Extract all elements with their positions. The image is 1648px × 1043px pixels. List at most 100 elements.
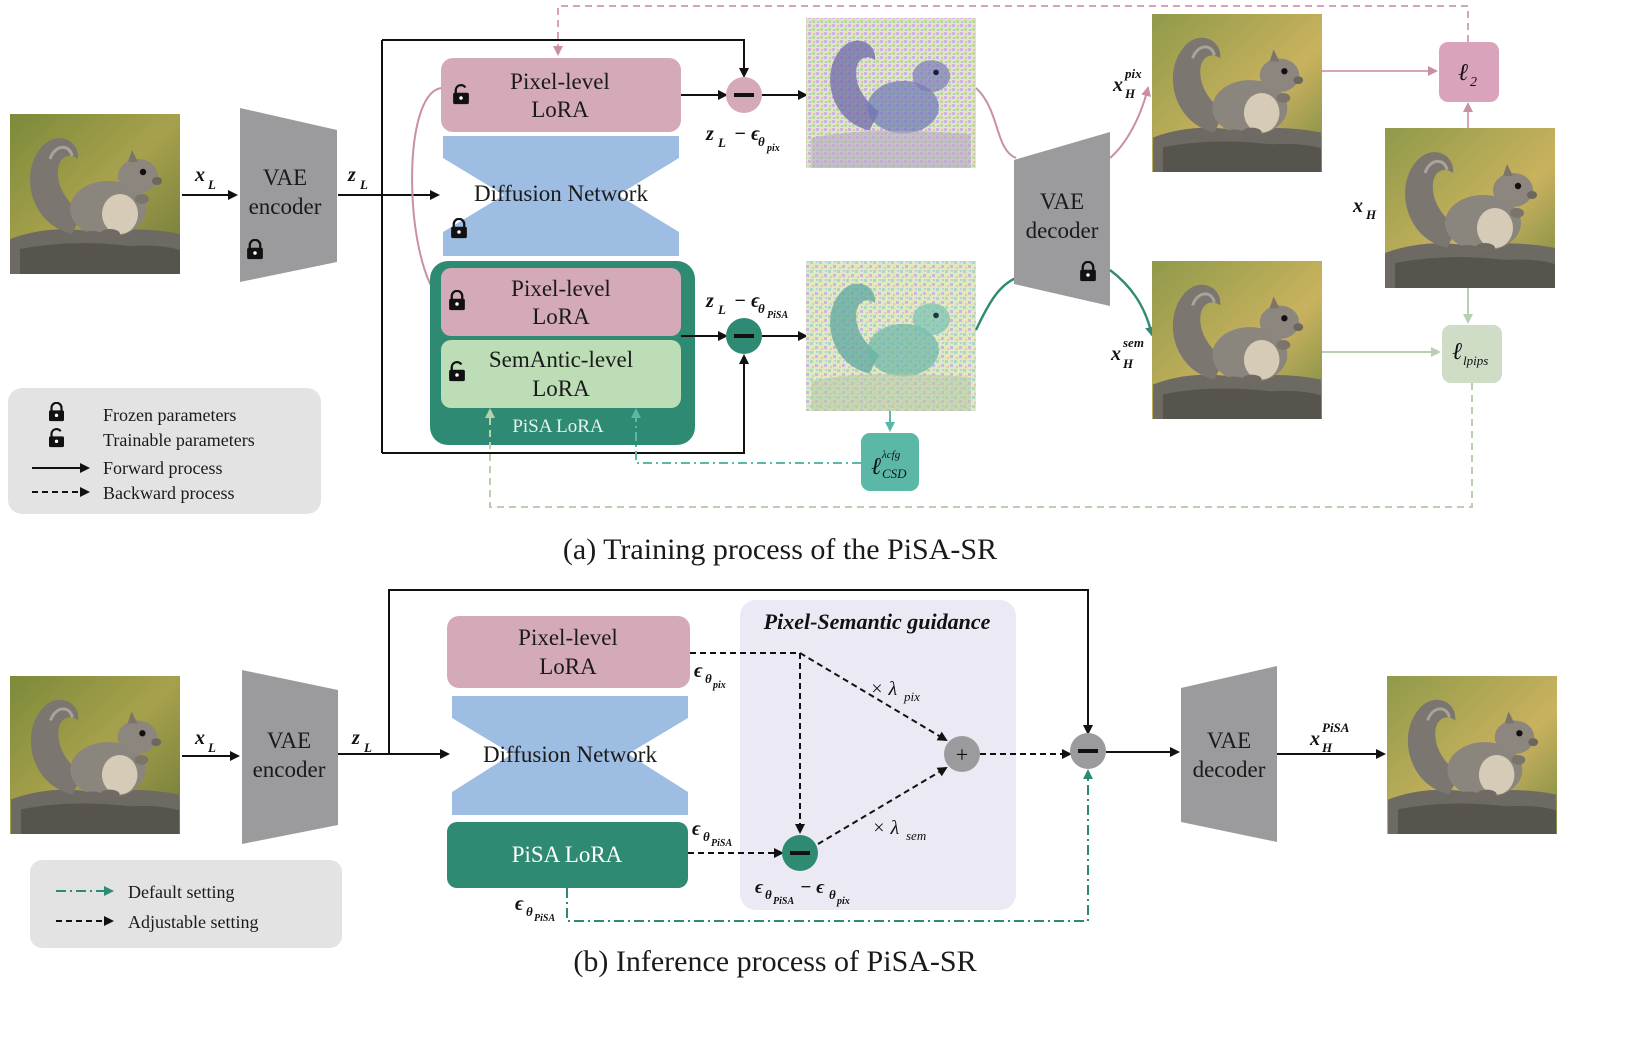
- svg-text:ϵ: ϵ: [694, 660, 703, 682]
- x-l-label-b: x L: [194, 727, 216, 755]
- svg-text:L: L: [207, 740, 216, 755]
- pisa-lora-group-a: Pixel-level LoRA SemAntic-level LoRA PiS…: [430, 261, 695, 445]
- vae-decoder-b: VAE decoder: [1181, 666, 1277, 842]
- svg-text:lpips: lpips: [1463, 353, 1488, 368]
- eq-pisa-label: z L − ϵ θ PiSA: [705, 290, 788, 321]
- subtract-node-final: [1070, 733, 1106, 769]
- svg-text:L: L: [717, 302, 726, 317]
- noisy-latent-pix: [806, 18, 976, 168]
- svg-text:pix: pix: [712, 680, 726, 691]
- arrow-zl-to-final-sub: [388, 589, 1093, 754]
- svg-text:z: z: [705, 123, 714, 145]
- curve-pisa-to-decoder: [974, 276, 1017, 331]
- vae-decoder-a: VAE decoder: [1014, 132, 1110, 306]
- svg-text:VAE: VAE: [267, 728, 311, 753]
- svg-text:L: L: [207, 177, 216, 192]
- svg-text:decoder: decoder: [1026, 218, 1099, 243]
- l2-loss-box: ℓ 2: [1439, 42, 1499, 102]
- svg-text:Forward process: Forward process: [103, 458, 222, 478]
- svg-text:ϵ: ϵ: [515, 893, 524, 915]
- svg-text:× λ: × λ: [870, 678, 897, 700]
- svg-text:H: H: [1365, 207, 1377, 222]
- curve-pix-to-decoder: [975, 87, 1017, 159]
- svg-text:x: x: [194, 164, 205, 186]
- x-h-label: x H: [1352, 195, 1377, 222]
- svg-text:pix: pix: [836, 896, 850, 907]
- svg-text:LoRA: LoRA: [532, 376, 590, 401]
- svg-text:sem: sem: [1122, 335, 1144, 350]
- diffusion-network-a: Diffusion Network: [443, 136, 679, 256]
- svg-text:ℓ: ℓ: [1458, 60, 1468, 86]
- svg-text:2: 2: [1470, 75, 1477, 90]
- svg-text:L: L: [359, 177, 368, 192]
- csd-loss-box: ℓ λcfg CSD: [861, 433, 919, 491]
- svg-text:VAE: VAE: [1207, 728, 1251, 753]
- svg-text:PiSA: PiSA: [767, 310, 788, 321]
- vae-encoder-b: VAE encoder: [242, 670, 338, 844]
- svg-text:θ: θ: [703, 829, 710, 844]
- x-h-sem-label: x sem H: [1110, 335, 1144, 371]
- svg-text:θ: θ: [765, 887, 772, 902]
- svg-text:Default setting: Default setting: [128, 882, 234, 902]
- svg-text:θ: θ: [829, 887, 836, 902]
- svg-text:H: H: [1122, 356, 1134, 371]
- svg-text:− ϵ: − ϵ: [800, 877, 825, 898]
- subtract-node-pix: [726, 77, 762, 113]
- subtract-node-guidance: [782, 835, 818, 871]
- copy-pixel-lora-arrow: [411, 87, 443, 302]
- x-h-pix-label: x pix H: [1112, 66, 1142, 101]
- svg-text:× λ: × λ: [872, 817, 899, 839]
- lambda-sem-label: × λ sem: [872, 817, 926, 843]
- x-h-pisa-label: x PiSA H: [1309, 720, 1350, 755]
- svg-text:encoder: encoder: [249, 194, 322, 219]
- vae-encoder-a: VAE encoder: [240, 108, 337, 282]
- lpips-loss-box: ℓ lpips: [1442, 325, 1502, 383]
- arrow-zl-to-pix-sub: [382, 39, 749, 78]
- svg-text:H: H: [1321, 740, 1333, 755]
- svg-text:Diffusion Network: Diffusion Network: [483, 742, 657, 767]
- sub-to-plus-line: [817, 766, 948, 845]
- eps-pix-label-b: − ϵ ϵ θ pix: [694, 660, 726, 691]
- svg-text:− ϵ: − ϵ: [734, 290, 760, 312]
- hr-ground-truth-image: [1385, 128, 1555, 288]
- pisa-lora-box-b: PiSA LoRA: [447, 822, 688, 888]
- svg-text:VAE: VAE: [263, 165, 307, 190]
- svg-text:Backward process: Backward process: [103, 483, 234, 503]
- eq-sub-guidance-label: ϵ θ PiSA − ϵ θ pix: [755, 877, 850, 907]
- pix-to-plus-line: [799, 652, 948, 742]
- svg-text:λcfg: λcfg: [881, 449, 901, 461]
- svg-text:L: L: [363, 740, 372, 755]
- input-lr-image-b: [10, 676, 180, 834]
- pixel-lora-box-a: Pixel-level LoRA: [441, 58, 681, 132]
- svg-text:PiSA: PiSA: [534, 913, 555, 924]
- svg-text:+: +: [956, 742, 968, 767]
- svg-text:Pixel-level: Pixel-level: [518, 625, 618, 650]
- z-l-label-b: z L: [351, 727, 372, 755]
- svg-text:Pixel-level: Pixel-level: [510, 69, 610, 94]
- lpips-backward-path: [485, 383, 1473, 508]
- eps-pisa-label-b: ϵ θ PiSA: [692, 818, 732, 849]
- svg-text:Frozen parameters: Frozen parameters: [103, 405, 236, 425]
- svg-text:ϵ: ϵ: [692, 818, 701, 840]
- lock-closed-icon: [450, 218, 468, 239]
- svg-text:PiSA: PiSA: [773, 896, 794, 907]
- arrow-decoder-to-xhsem: [1109, 269, 1156, 337]
- svg-text:Adjustable setting: Adjustable setting: [128, 912, 258, 932]
- diffusion-network-b: Diffusion Network: [452, 696, 688, 815]
- svg-text:encoder: encoder: [253, 757, 326, 782]
- caption-b: (b) Inference process of PiSA-SR: [573, 945, 976, 978]
- svg-text:x: x: [1352, 195, 1363, 217]
- svg-text:θ: θ: [526, 904, 533, 919]
- svg-text:LoRA: LoRA: [531, 97, 589, 122]
- csd-backward-path: [631, 408, 861, 464]
- svg-text:SemAntic-level: SemAntic-level: [489, 347, 633, 372]
- output-sem-image: [1152, 261, 1322, 419]
- legend-b: Default setting Adjustable setting: [30, 860, 342, 948]
- eq-pix-label: z L − ϵ θ pix: [705, 123, 780, 154]
- pixel-lora-box-b: Pixel-level LoRA: [447, 616, 690, 688]
- svg-text:θ: θ: [758, 301, 765, 316]
- l2-backward-path: [553, 5, 1469, 56]
- svg-text:Pixel-level: Pixel-level: [511, 276, 611, 301]
- svg-text:ℓ: ℓ: [871, 454, 881, 480]
- svg-text:θ: θ: [705, 671, 712, 686]
